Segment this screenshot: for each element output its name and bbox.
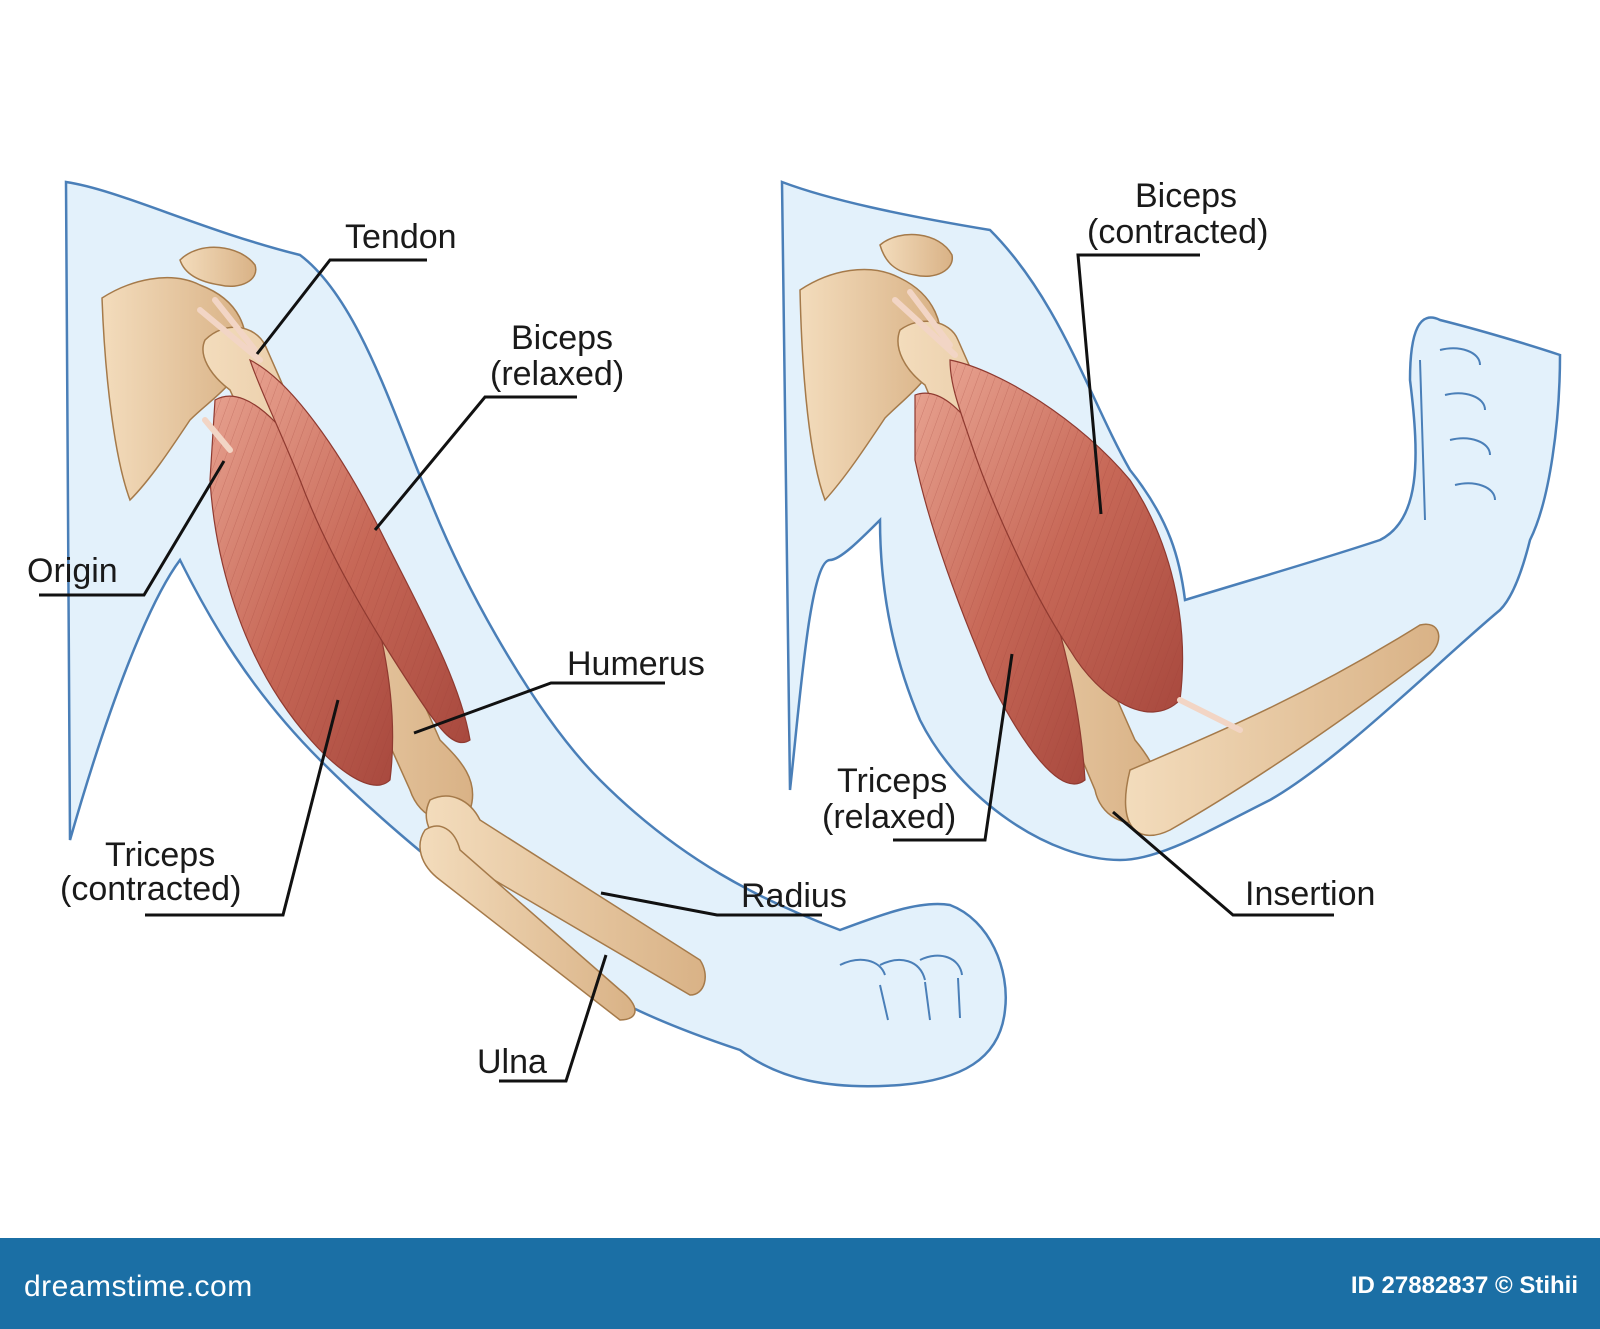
left-ulna — [419, 825, 636, 1021]
right-fist-fingers — [1419, 347, 1496, 521]
left-fist-fingers — [839, 954, 963, 1021]
label-biceps-contracted-line1: Biceps — [1135, 177, 1237, 215]
left-triceps-fibers — [210, 396, 393, 786]
label-radius: Radius — [741, 877, 847, 915]
left-arm-extended — [64, 180, 1007, 1088]
leader-triceps-relaxed — [893, 653, 1014, 842]
right-biceps-fibers — [950, 360, 1183, 712]
leader-insertion — [1112, 810, 1334, 917]
right-triceps-fibers — [915, 393, 1085, 784]
label-triceps-relaxed-line1: Triceps — [837, 762, 947, 800]
arm-muscle-diagram: Tendon Biceps (relaxed) Origin Humerus T… — [27, 177, 1562, 1088]
leader-lines — [39, 253, 1334, 1083]
leader-biceps-relaxed — [373, 395, 577, 531]
label-biceps-contracted-line2: (contracted) — [1087, 213, 1268, 251]
leader-biceps-contracted — [1076, 253, 1200, 515]
label-triceps-contracted-line1: Triceps — [105, 836, 215, 874]
site-logo: dreamstime.com — [24, 1270, 253, 1303]
labels: Tendon Biceps (relaxed) Origin Humerus T… — [27, 177, 1375, 1081]
label-insertion: Insertion — [1245, 875, 1375, 913]
image-credit: ID 27882837 © Stihii — [1350, 1272, 1578, 1299]
right-tendons — [892, 289, 1243, 733]
leader-triceps-contracted — [145, 699, 340, 917]
watermark-footer-bar: dreamstime.com ID 27882837 © Stihii — [0, 1238, 1600, 1329]
leader-tendon — [255, 258, 427, 355]
label-tendon: Tendon — [345, 218, 457, 256]
left-scapula — [101, 276, 247, 502]
label-ulna: Ulna — [477, 1043, 547, 1081]
left-biceps-fibers — [250, 360, 470, 743]
right-arm-flexed — [780, 180, 1562, 862]
leader-ulna — [499, 954, 608, 1083]
leader-radius — [600, 891, 822, 917]
label-origin: Origin — [27, 552, 118, 590]
label-humerus: Humerus — [567, 645, 705, 683]
right-forearm-bones — [1124, 623, 1440, 837]
label-triceps-relaxed-line2: (relaxed) — [822, 798, 956, 836]
label-triceps-contracted-line2: (contracted) — [60, 870, 241, 908]
left-tendons — [197, 297, 263, 453]
left-acromion — [179, 246, 257, 287]
leader-humerus — [413, 681, 665, 735]
right-acromion — [879, 233, 953, 277]
label-biceps-relaxed-line2: (relaxed) — [490, 355, 624, 393]
label-biceps-relaxed-line1: Biceps — [511, 319, 613, 357]
leader-origin — [39, 460, 226, 597]
